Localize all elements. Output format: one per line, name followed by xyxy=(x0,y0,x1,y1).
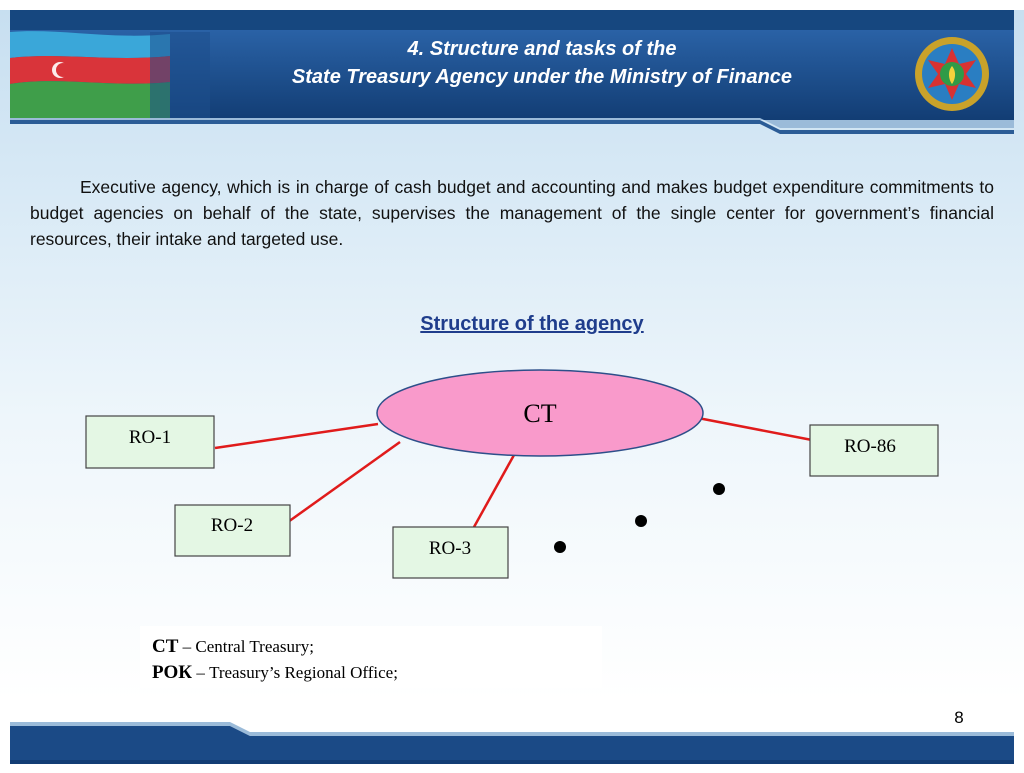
ct-label: CT xyxy=(523,399,556,428)
slide-title-line1: 4. Structure and tasks of the xyxy=(407,38,677,60)
ro3-label: RO-3 xyxy=(429,538,471,559)
ct-ellipse xyxy=(376,369,704,457)
legend-abbr: CT xyxy=(152,636,179,657)
legend-box: CT – Central Treasury; РОК – Treasury’s … xyxy=(140,626,602,688)
description-paragraph: Executive agency, which is in charge of … xyxy=(30,177,994,249)
ro86-box xyxy=(809,424,939,477)
connector-ro86 xyxy=(697,416,813,442)
flag-icon xyxy=(10,31,210,118)
legend-item-rok: РОК – Treasury’s Regional Office; xyxy=(152,662,398,684)
legend-desc: – Central Treasury; xyxy=(178,637,314,656)
slide-title-line2: State Treasury Agency under the Ministry… xyxy=(291,66,793,88)
footer-band xyxy=(0,720,1024,768)
ellipsis-dot xyxy=(554,541,566,553)
connector-ro3 xyxy=(472,454,516,528)
legend-desc: – Treasury’s Regional Office; xyxy=(192,663,398,682)
header-graphic xyxy=(0,0,1024,134)
connector-ro2 xyxy=(287,440,401,524)
legend-item-ct: CT – Central Treasury; xyxy=(152,636,314,658)
ro1-label: RO-1 xyxy=(129,427,171,448)
emblem-icon xyxy=(915,37,989,111)
page-number: 8 xyxy=(954,708,964,727)
ro2-box xyxy=(174,504,291,557)
ellipsis-dot xyxy=(635,515,647,527)
connector-ro1 xyxy=(214,422,379,450)
ro2-label: RO-2 xyxy=(211,515,253,536)
diagram-title: Structure of the agency xyxy=(420,313,644,335)
ro3-box xyxy=(392,526,509,579)
ro86-label: RO-86 xyxy=(844,436,896,457)
ellipsis-dot xyxy=(713,483,725,495)
ro1-box xyxy=(85,415,215,469)
footer-graphic xyxy=(10,722,1014,764)
legend-abbr: РОК xyxy=(152,662,193,683)
header-banner xyxy=(0,0,1024,140)
